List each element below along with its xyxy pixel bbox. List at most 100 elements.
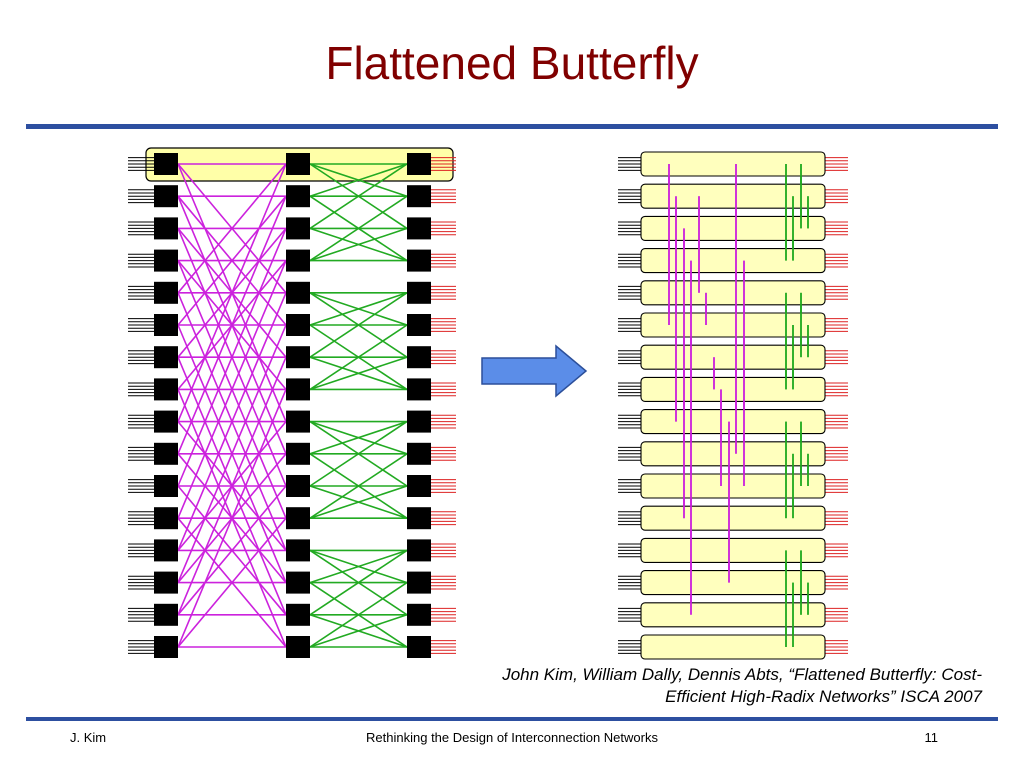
flattened-router: [640, 312, 826, 338]
router: [286, 507, 310, 530]
butterfly-link: [309, 614, 408, 648]
flattened-router: [640, 441, 826, 467]
router: [407, 539, 431, 562]
router: [154, 571, 178, 594]
router: [286, 314, 310, 336]
flattened-router: [640, 376, 826, 402]
citation-line-1: John Kim, William Dally, Dennis Abts, “F…: [502, 665, 982, 684]
router: [154, 314, 178, 336]
router: [154, 378, 178, 401]
butterfly-link: [309, 420, 408, 455]
slide-title: Flattened Butterfly: [325, 37, 699, 89]
flattened-router: [640, 280, 826, 306]
butterfly-link: [309, 324, 408, 391]
router: [154, 185, 178, 208]
router: [407, 217, 431, 240]
router: [407, 281, 431, 304]
butterfly-network: [128, 147, 456, 658]
router: [286, 346, 310, 369]
router: [407, 346, 431, 369]
flattened-router: [640, 151, 826, 177]
flattened-router: [640, 570, 826, 596]
router: [407, 603, 431, 626]
router: [154, 539, 178, 562]
router: [407, 378, 431, 401]
flattened-router: [640, 183, 826, 209]
butterfly-link: [309, 163, 408, 197]
router: [407, 507, 431, 530]
butterfly-link: [309, 485, 408, 519]
right-arrow-icon: [481, 344, 588, 398]
flattened-router: [640, 409, 826, 435]
butterfly-link: [177, 195, 287, 326]
flattened-butterfly-network: [618, 151, 848, 660]
flattened-router: [640, 505, 826, 531]
router: [286, 475, 310, 497]
butterfly-link: [309, 292, 408, 326]
butterfly-link: [177, 163, 287, 294]
router: [407, 571, 431, 594]
butterfly-link: [309, 195, 408, 262]
page-number: 11: [924, 730, 939, 745]
router: [286, 410, 310, 433]
router: [154, 153, 178, 175]
butterfly-link: [177, 356, 287, 616]
butterfly-link: [309, 581, 408, 648]
router: [407, 249, 431, 272]
butterfly-link: [177, 292, 287, 551]
router: [407, 410, 431, 433]
flattened-router: [640, 537, 826, 563]
flattened-router: [640, 634, 826, 660]
butterfly-link: [177, 324, 287, 583]
router: [154, 603, 178, 626]
footer-author: J. Kim: [70, 730, 107, 745]
butterfly-link: [309, 549, 408, 584]
flattened-router: [640, 215, 826, 241]
citation-line-2: Efficient High-Radix Networks” ISCA 2007: [665, 687, 982, 706]
butterfly-link: [177, 195, 287, 455]
router: [407, 153, 431, 175]
butterfly-link: [309, 356, 408, 391]
flattened-router: [640, 602, 826, 628]
router: [407, 185, 431, 208]
router: [286, 603, 310, 626]
router: [286, 442, 310, 465]
router: [286, 636, 310, 658]
router: [154, 475, 178, 497]
router: [286, 153, 310, 175]
router: [407, 442, 431, 465]
top-divider: [26, 124, 998, 129]
butterfly-link: [309, 420, 408, 487]
router: [154, 507, 178, 530]
citation: John Kim, William Dally, Dennis Abts, “F…: [382, 664, 982, 708]
butterfly-link: [177, 228, 287, 487]
footer-title: Rethinking the Design of Interconnection…: [366, 730, 658, 745]
router: [286, 249, 310, 272]
butterfly-link: [177, 389, 287, 648]
router: [286, 571, 310, 594]
router: [154, 217, 178, 240]
router: [407, 636, 431, 658]
router: [286, 217, 310, 240]
butterfly-link: [177, 260, 287, 519]
flattened-router: [640, 344, 826, 370]
router: [154, 442, 178, 465]
butterfly-link: [177, 517, 287, 648]
router: [154, 346, 178, 369]
butterfly-link: [309, 227, 408, 262]
router: [286, 281, 310, 304]
butterfly-link: [177, 485, 287, 616]
router: [407, 475, 431, 497]
router: [286, 539, 310, 562]
router: [154, 636, 178, 658]
router: [154, 410, 178, 433]
bottom-divider: [26, 717, 998, 721]
butterfly-link: [309, 292, 408, 358]
butterfly-link: [309, 453, 408, 519]
butterfly-link: [309, 163, 408, 230]
router: [286, 378, 310, 401]
butterfly-link: [309, 549, 408, 616]
flattened-router: [640, 473, 826, 499]
router: [154, 249, 178, 272]
router: [286, 185, 310, 208]
